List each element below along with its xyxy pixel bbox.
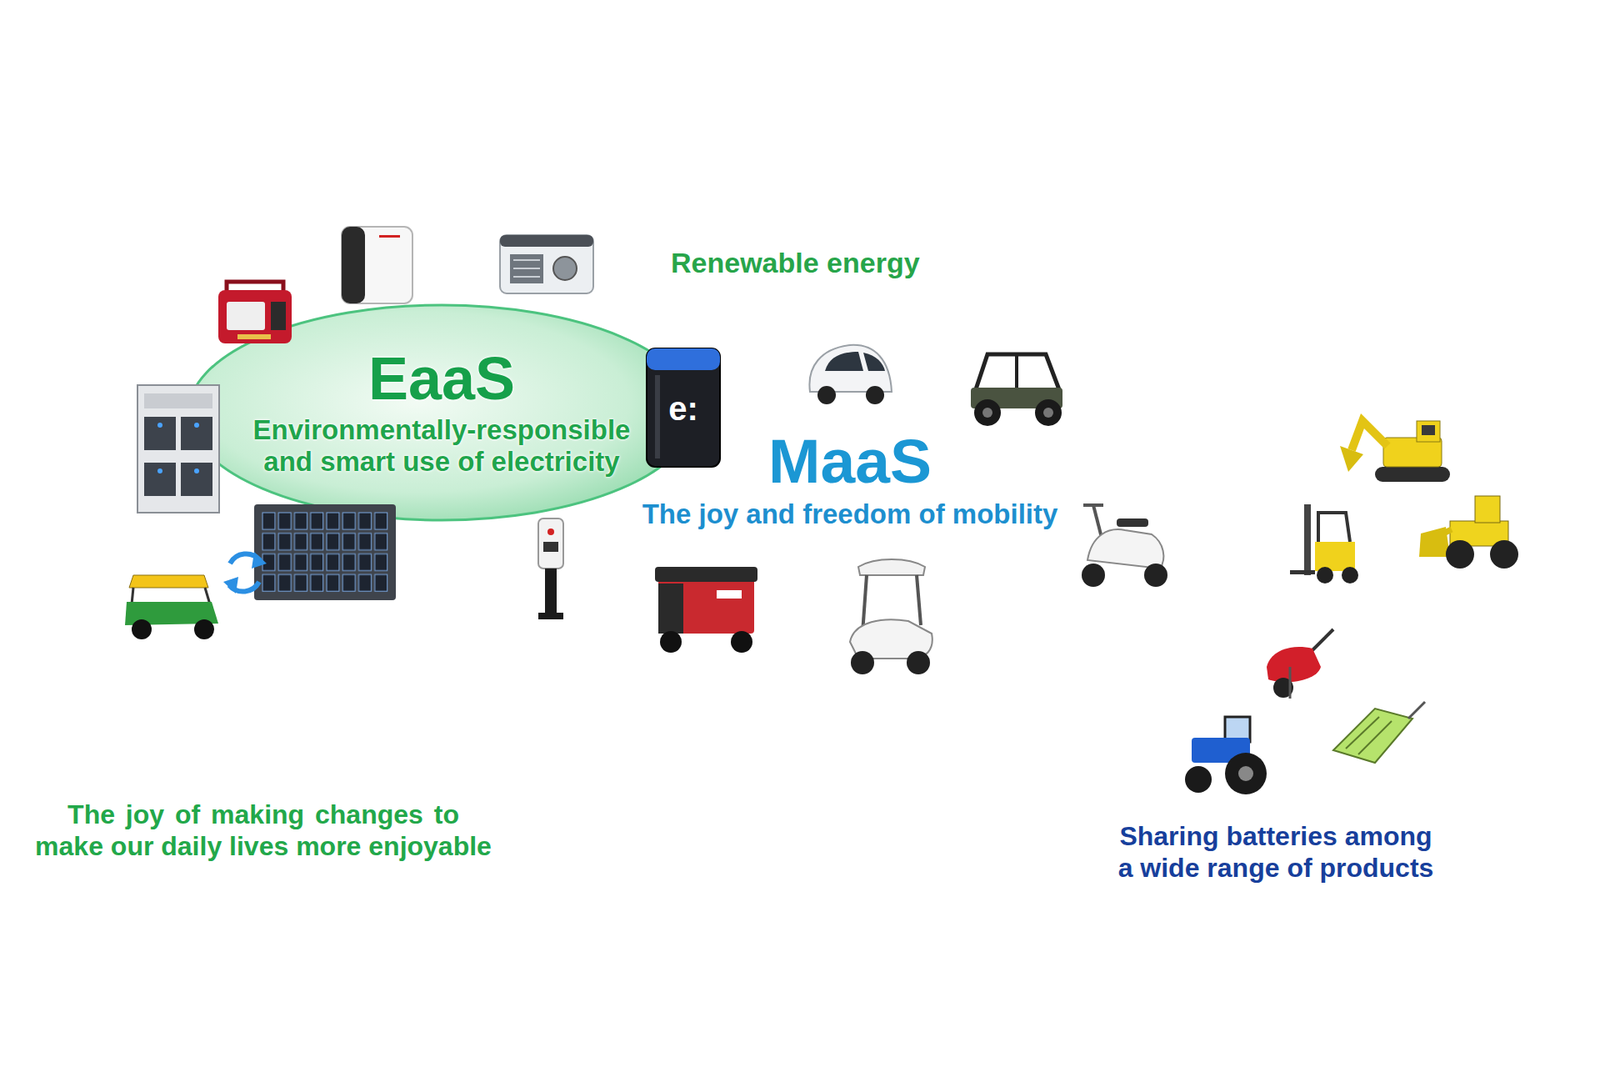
power-unit-cart [655,566,758,653]
ellipse-fill [553,336,1147,664]
node-heading: EaaS [241,347,642,411]
orange-arrow [390,568,590,699]
node-body: Environmentally-responsible and smart us… [241,414,642,478]
canopy-trike [850,559,933,675]
forklift [1290,504,1359,584]
caption-text: Sharing batteries among a wide range of … [1114,820,1437,885]
micro-car [809,345,892,405]
blue-arrows [1004,380,1260,714]
node-body: The joy and freedom of mobility [642,497,1059,531]
city-illustration [105,651,415,777]
electric-scooter [1081,505,1168,587]
cultivator [1266,629,1334,699]
mobile-power-pack [646,348,720,467]
region-label: Renewable energy [670,246,920,280]
engine-generator [500,235,594,294]
ellipse-fill [188,305,695,520]
grey-circle [1250,383,1500,575]
node-heading: MaaS [642,428,1059,495]
renewable-energy-art [935,155,1175,310]
battery-swap-station [254,504,396,600]
orange-band [158,271,1553,784]
home-battery [341,226,413,304]
ellipse-outline [183,300,700,525]
ellipse-node: EaaSEnvironmentally-responsible and smar… [183,300,700,525]
grey-circle [1145,668,1396,799]
caption-text: The joy of making changes to make our da… [33,798,494,863]
electric-rickshaw [125,575,219,640]
excavator [1340,420,1450,482]
node-text-group: EaaSEnvironmentally-responsible and smar… [241,347,642,477]
wheel-loader [1419,495,1519,569]
ellipse-ring [612,369,1088,631]
node-content: EaaSEnvironmentally-responsible and smar… [183,300,700,525]
ellipse-node: MaaSThe joy and freedom of mobility [550,333,1150,667]
tractor [1185,716,1267,795]
ellipse-halo [188,305,695,520]
battery-rack [137,385,220,513]
red-power-station [218,281,292,344]
blue-region [654,338,1530,775]
charging-post [538,518,564,620]
exchange-arrows [223,551,267,594]
node-content: MaaSThe joy and freedom of mobility [550,333,1150,667]
node-text-group: MaaSThe joy and freedom of mobility [642,428,1059,530]
utility-vehicle [970,354,1063,426]
logo-text: e: [668,390,699,428]
harvester-attachment [1333,701,1425,763]
